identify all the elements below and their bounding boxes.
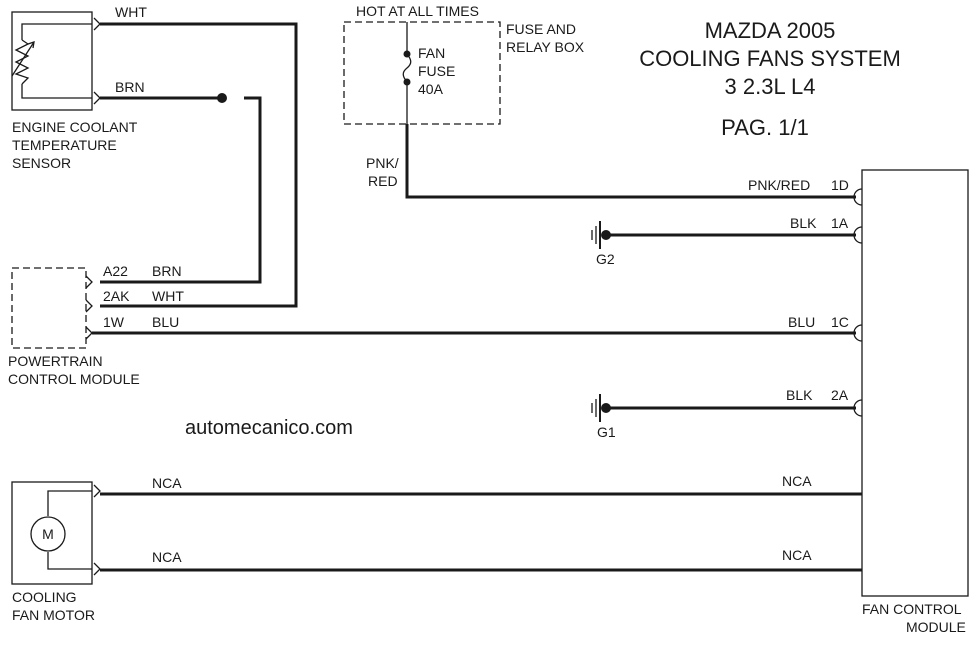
fuse-out-label-line-2: RED	[368, 173, 398, 189]
pcm-wire-color-wht: WHT	[152, 288, 184, 304]
ground-g1: G1	[591, 394, 616, 440]
fuse-box-label-line-2: RELAY BOX	[506, 39, 585, 55]
connector-icon	[853, 324, 863, 342]
pcm-pin-2ak: 2AK	[103, 288, 130, 304]
ground-g2-label: G2	[596, 251, 615, 267]
motor-top-wire-label-right: NCA	[782, 473, 812, 489]
ground-g2: G2	[591, 221, 615, 267]
wire-wht	[100, 22, 298, 308]
title-line-1: MAZDA 2005	[705, 18, 836, 43]
title-line-3: 3 2.3L L4	[725, 74, 816, 99]
fan-motor-lead-top	[47, 490, 92, 516]
thermistor-arrow-head-icon	[27, 41, 35, 49]
ect-sensor-box	[11, 11, 93, 111]
connector-icon	[93, 17, 101, 31]
motor-bottom-wire-label-right: NCA	[782, 547, 812, 563]
fuse-label-line-3: 40A	[418, 81, 444, 97]
pcm-pin-a22: A22	[103, 263, 128, 279]
fcm-label-line-1: FAN CONTROL	[862, 601, 962, 617]
connector-icon	[93, 91, 101, 105]
fcm-1c-wire-color: BLU	[788, 314, 815, 330]
motor-symbol: M	[42, 526, 54, 542]
fuse-label-line-1: FAN	[418, 45, 445, 61]
fcm-label-line-2: MODULE	[906, 619, 966, 635]
motor-icon	[30, 516, 66, 552]
fcm-1c-pin: 1C	[831, 314, 849, 330]
connector-icon	[85, 299, 93, 313]
ect-brn-label: BRN	[115, 79, 145, 95]
wire-brn	[100, 96, 262, 284]
ect-label-line-1: ENGINE COOLANT	[12, 119, 138, 135]
hot-at-all-times-label: HOT AT ALL TIMES	[356, 3, 479, 19]
fcm-2a-pin: 2A	[831, 387, 849, 403]
title-line-2: COOLING FANS SYSTEM	[639, 46, 901, 71]
pcm-dashed-box	[11, 267, 87, 349]
ground-g1-label: G1	[597, 424, 616, 440]
fcm-1d-wire-color: PNK/RED	[748, 177, 810, 193]
fuse-out-label-line-1: PNK/	[366, 155, 399, 171]
connector-icon	[85, 326, 93, 340]
ect-sensor-lead-top	[21, 23, 92, 40]
fuse-box-label-line-1: FUSE AND	[506, 21, 576, 37]
connector-icon	[93, 562, 101, 576]
ect-label-line-2: TEMPERATURE	[12, 137, 117, 153]
pcm-wire-color-brn: BRN	[152, 263, 182, 279]
fan-motor-label-line-2: FAN MOTOR	[12, 607, 95, 623]
fuse-icon	[402, 53, 412, 83]
pcm: POWERTRAIN CONTROL MODULE	[8, 267, 140, 387]
connector-icon	[853, 399, 863, 417]
thermistor-arrow-icon	[11, 41, 35, 77]
fuse-relay-box: HOT AT ALL TIMES FUSE AND RELAY BOX FAN …	[343, 3, 585, 125]
fan-motor-box	[11, 481, 93, 585]
fcm-1a-pin: 1A	[831, 215, 849, 231]
pcm-pin-1w: 1W	[103, 314, 125, 330]
fcm-1a-wire-color: BLK	[790, 215, 817, 231]
fan-control-module: FAN CONTROL MODULE	[853, 169, 969, 635]
wire-brn-break	[226, 92, 244, 104]
pcm-label-line-2: CONTROL MODULE	[8, 371, 140, 387]
connector-icon	[853, 188, 863, 206]
ect-sensor-lead-bottom	[21, 84, 92, 99]
page-number: PAG. 1/1	[721, 115, 809, 140]
cooling-fan-motor: M COOLING FAN MOTOR	[11, 481, 95, 623]
ect-label-line-3: SENSOR	[12, 155, 71, 171]
fuse-box-dashed-box	[343, 21, 501, 125]
watermark-text: automecanico.com	[185, 417, 353, 439]
ect-wht-label: WHT	[115, 4, 147, 20]
motor-bottom-wire-label-left: NCA	[152, 549, 182, 565]
connector-icon	[85, 275, 93, 289]
motor-top-wire-label-left: NCA	[152, 475, 182, 491]
thermistor-icon	[14, 39, 30, 85]
wire-pnk-red	[405, 124, 856, 199]
connector-icon	[853, 226, 863, 244]
pcm-label-line-1: POWERTRAIN	[8, 353, 103, 369]
fan-motor-label-line-1: COOLING	[12, 589, 77, 605]
pcm-wire-color-blu: BLU	[152, 314, 179, 330]
connector-icon	[93, 484, 101, 498]
fcm-1d-pin: 1D	[831, 177, 849, 193]
ect-sensor: ENGINE COOLANT TEMPERATURE SENSOR	[11, 11, 138, 171]
fcm-box	[861, 169, 969, 597]
fcm-2a-wire-color: BLK	[786, 387, 813, 403]
splice-dot-icon	[217, 93, 227, 103]
fuse-label-line-2: FUSE	[418, 63, 455, 79]
fan-motor-lead-bottom	[47, 552, 92, 570]
